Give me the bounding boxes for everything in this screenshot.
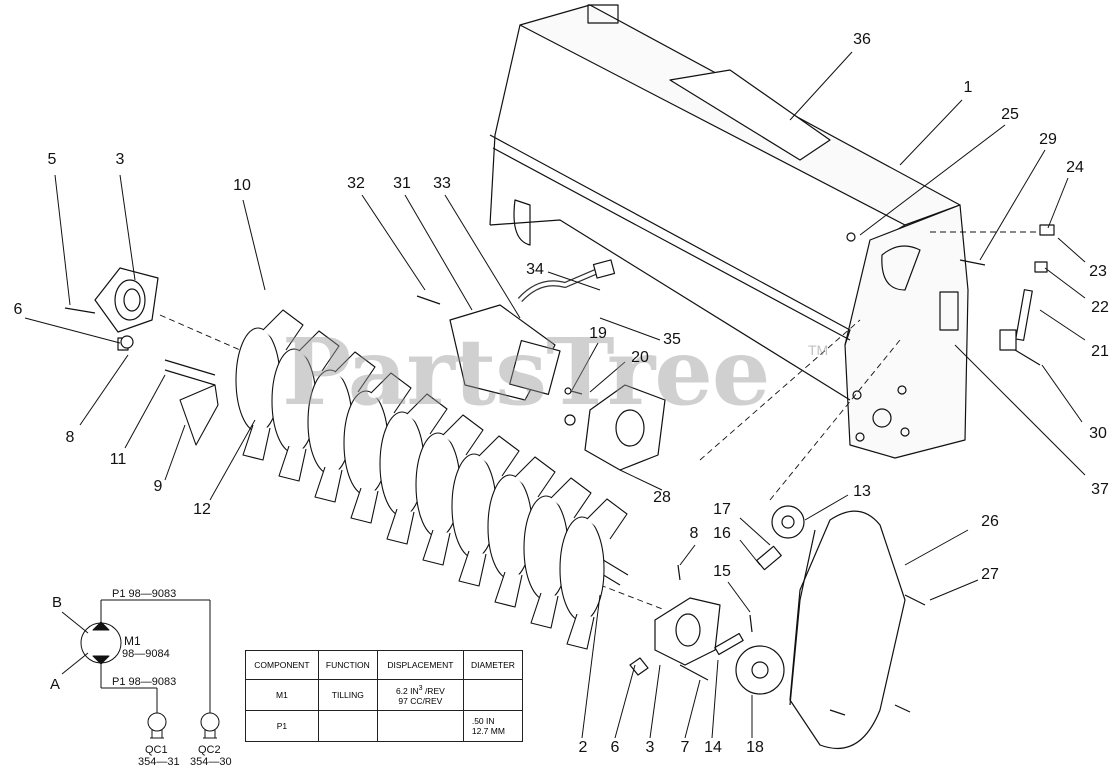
callout-number: 35 [663,331,681,348]
callout-number: 26 [981,513,999,530]
callout-number: 3 [645,739,655,756]
callout-number: 16 [713,525,731,542]
callout-number: 14 [704,739,722,756]
cell-diameter [462,679,524,711]
callout-number: 34 [526,261,544,278]
right-bearing-flange [629,597,744,681]
hose-bottom-label: P1 98—9083 [112,676,177,688]
port-b-label: B [52,594,63,611]
header-component: COMPONENT [245,650,319,680]
port-a-label: A [50,676,61,693]
table-row: M1 TILLING 6.2 IN3 /REV 97 CC/REV [245,679,524,711]
tiller-housing [489,4,969,459]
cell-function [317,710,378,742]
callout-number: 8 [689,525,699,542]
belt-tensioner [959,224,1055,366]
callout-number: 7 [680,739,690,756]
hydraulic-motor [416,259,616,401]
watermark-text: PartsTree [282,318,770,426]
qc2-part-number: 354—30 [190,756,232,768]
callout-number: 3 [115,151,125,168]
callout-number: 17 [713,501,731,518]
hardware [120,335,926,716]
upper-sprocket [771,505,805,539]
callout-number: 15 [713,563,731,580]
cell-component: P1 [245,710,319,742]
callout-number: 27 [981,566,999,583]
callout-number: 29 [1039,131,1057,148]
hydraulic-schematic [61,599,220,739]
header-displacement: DISPLACEMENT [376,650,464,680]
callout-number: 21 [1091,343,1109,360]
header-function: FUNCTION [317,650,378,680]
callout-number: 36 [853,31,871,48]
callout-number: 31 [393,175,411,192]
callout-number: 30 [1089,425,1107,442]
cell-component: M1 [245,679,319,711]
callout-number: 6 [13,301,23,318]
callout-number: 1 [963,79,973,96]
lower-sprocket [735,645,785,695]
drive-chain [756,545,782,571]
motor-label: M1 [124,634,141,648]
callout-number: 5 [47,151,57,168]
callout-number: 25 [1001,106,1019,123]
callout-number: 19 [589,325,607,342]
qc2-label: QC2 [198,744,221,756]
callout-number: 18 [746,739,764,756]
callout-number: 12 [193,501,211,518]
cell-displacement: 6.2 IN3 /REV 97 CC/REV [376,679,464,711]
callout-number: 8 [65,429,75,446]
callout-number: 11 [109,451,127,468]
callout-number: 6 [610,739,620,756]
leader-lines [24,51,1086,739]
chain-guard [789,510,906,749]
callout-number: 20 [631,349,649,366]
qc1-part-number: 354—31 [138,756,180,768]
watermark-trademark: TM [808,342,829,358]
callout-number: 13 [853,483,871,500]
callout-number: 22 [1091,299,1109,316]
cell-displacement [376,710,464,742]
spec-table: COMPONENT FUNCTION DISPLACEMENT DIAMETER… [245,650,524,742]
callout-number: 33 [433,175,451,192]
callout-number: 9 [153,478,163,495]
callout-number: 32 [347,175,365,192]
header-diameter: DIAMETER [462,650,524,680]
hose-top-label: P1 98—9083 [112,588,177,600]
motor-mount-plate [584,384,666,471]
callout-number: 28 [653,489,671,506]
callout-number: 23 [1089,263,1107,280]
callout-number: 2 [578,739,588,756]
callout-number: 37 [1091,481,1109,498]
cell-function: TILLING [317,679,378,711]
callout-number: 24 [1066,159,1084,176]
tine-rotor [179,309,629,650]
callout-number: 10 [233,177,251,194]
qc1-label: QC1 [145,744,168,756]
left-bearing-flange [64,267,159,351]
motor-part-number: 98—9084 [122,648,170,660]
